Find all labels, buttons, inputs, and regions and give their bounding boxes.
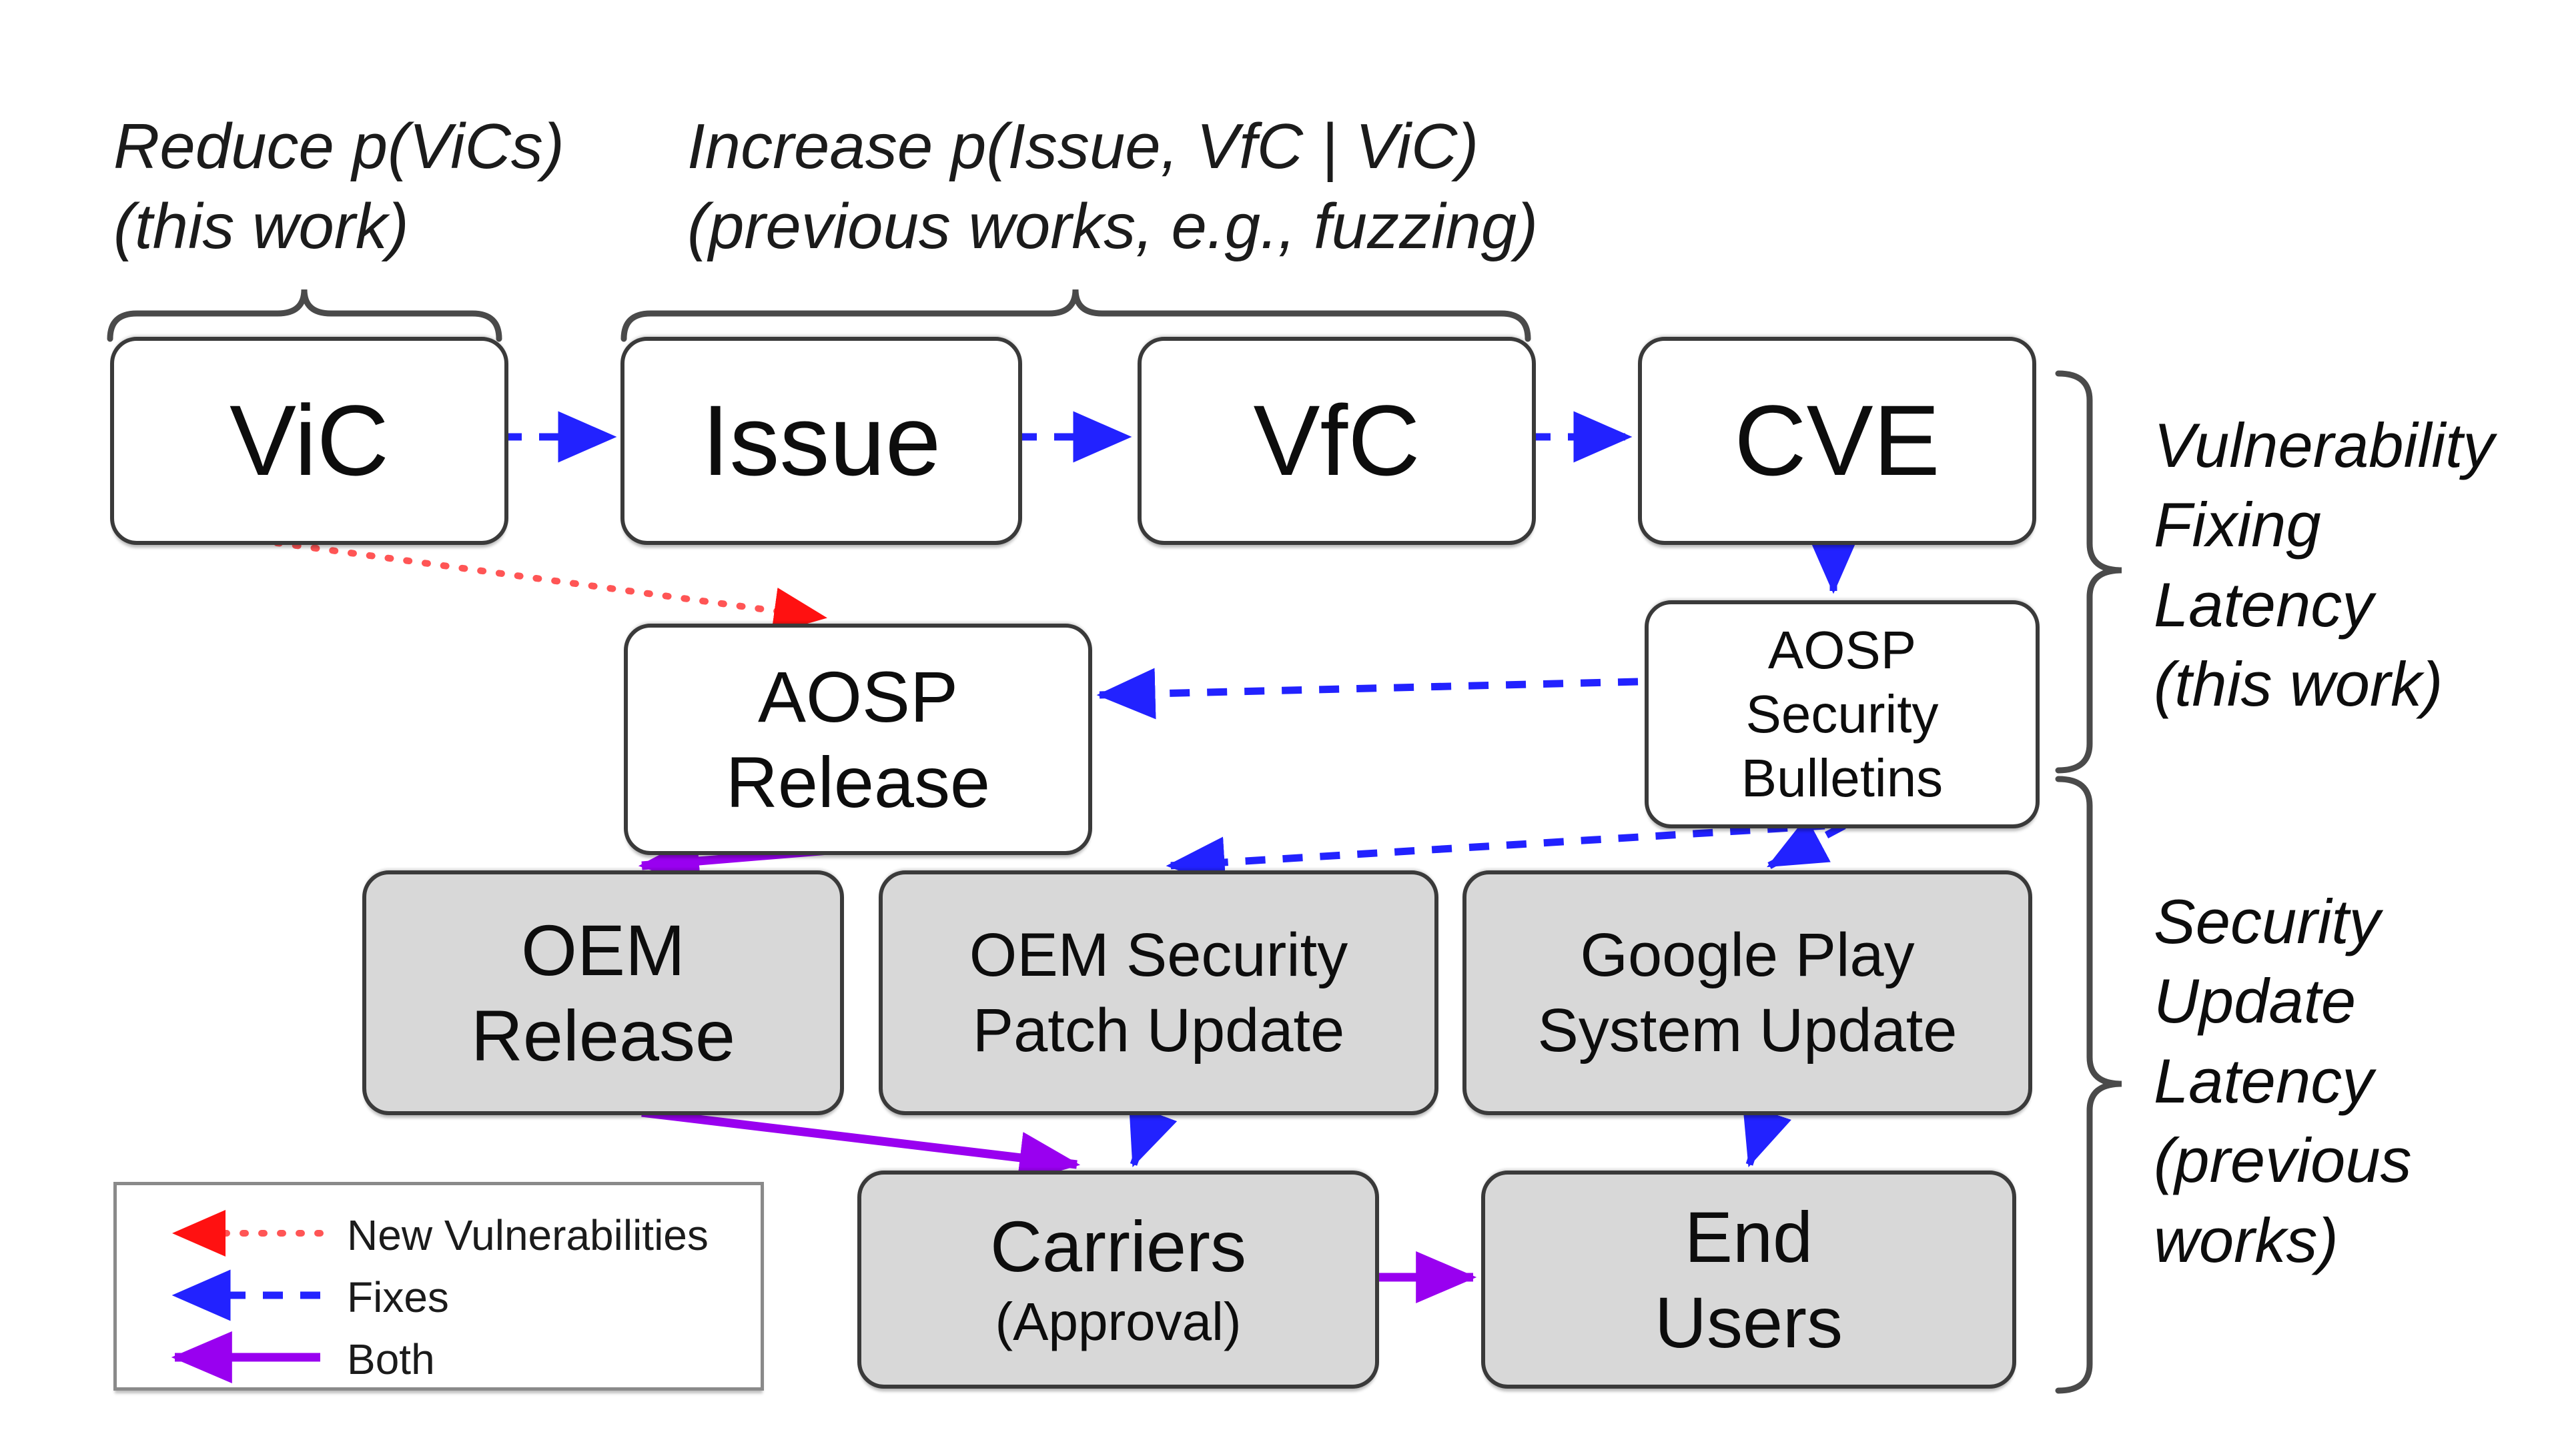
arrow-oem-patch-to-carriers [1129, 1103, 1178, 1168]
brace-over-issue-vfc [620, 289, 1531, 342]
arrow-vic-to-aosp-release [274, 540, 828, 634]
annotation-increase-pissue: Increase p(Issue, VfC | ViC) (previous w… [687, 111, 1539, 262]
node-carriers-subtitle: (Approval) [995, 1292, 1242, 1352]
arrow-bulletins-to-google-play [1767, 816, 1846, 869]
label-security-update-latency: Security Update Latency (previous works) [2154, 886, 2412, 1275]
brace-over-vic [107, 289, 502, 342]
node-aosp-security-bulletins: AOSP Security Bulletins [1645, 600, 2040, 828]
arrow-bulletins-to-aosp-release [1096, 668, 1639, 720]
annotation-reduce-pvics: Reduce p(ViCs) (this work) [113, 111, 564, 262]
node-carriers-title: Carriers [989, 1205, 1246, 1287]
node-oem-release: OEM Release [362, 870, 844, 1115]
legend-label-fixes: Fixes [347, 1273, 449, 1321]
brace-security-update-latency [2055, 776, 2122, 1394]
arrow-oem-release-to-carriers [641, 1108, 1081, 1184]
brace-vulnerability-fixing-latency [2055, 370, 2122, 774]
arrow-google-play-to-end-users [1742, 1103, 1791, 1168]
label-vulnerability-fixing-latency: Vulnerability Fixing Latency (this work) [2154, 410, 2495, 720]
node-carriers: Carriers (Approval) [857, 1171, 1379, 1389]
node-vic: ViC [110, 337, 508, 545]
node-oem-security-patch-update: OEM Security Patch Update [879, 870, 1438, 1115]
node-vfc: VfC [1138, 337, 1536, 545]
arrow-bulletins-to-oem-patch [1166, 822, 1825, 888]
node-aosp-release: AOSP Release [624, 624, 1092, 855]
node-google-play-system-update: Google Play System Update [1462, 870, 2032, 1115]
legend-label-both: Both [347, 1335, 435, 1383]
node-cve: CVE [1638, 337, 2036, 545]
node-end-users: End Users [1481, 1171, 2016, 1389]
legend-label-new-vulnerabilities: New Vulnerabilities [347, 1211, 709, 1259]
node-issue: Issue [620, 337, 1022, 545]
